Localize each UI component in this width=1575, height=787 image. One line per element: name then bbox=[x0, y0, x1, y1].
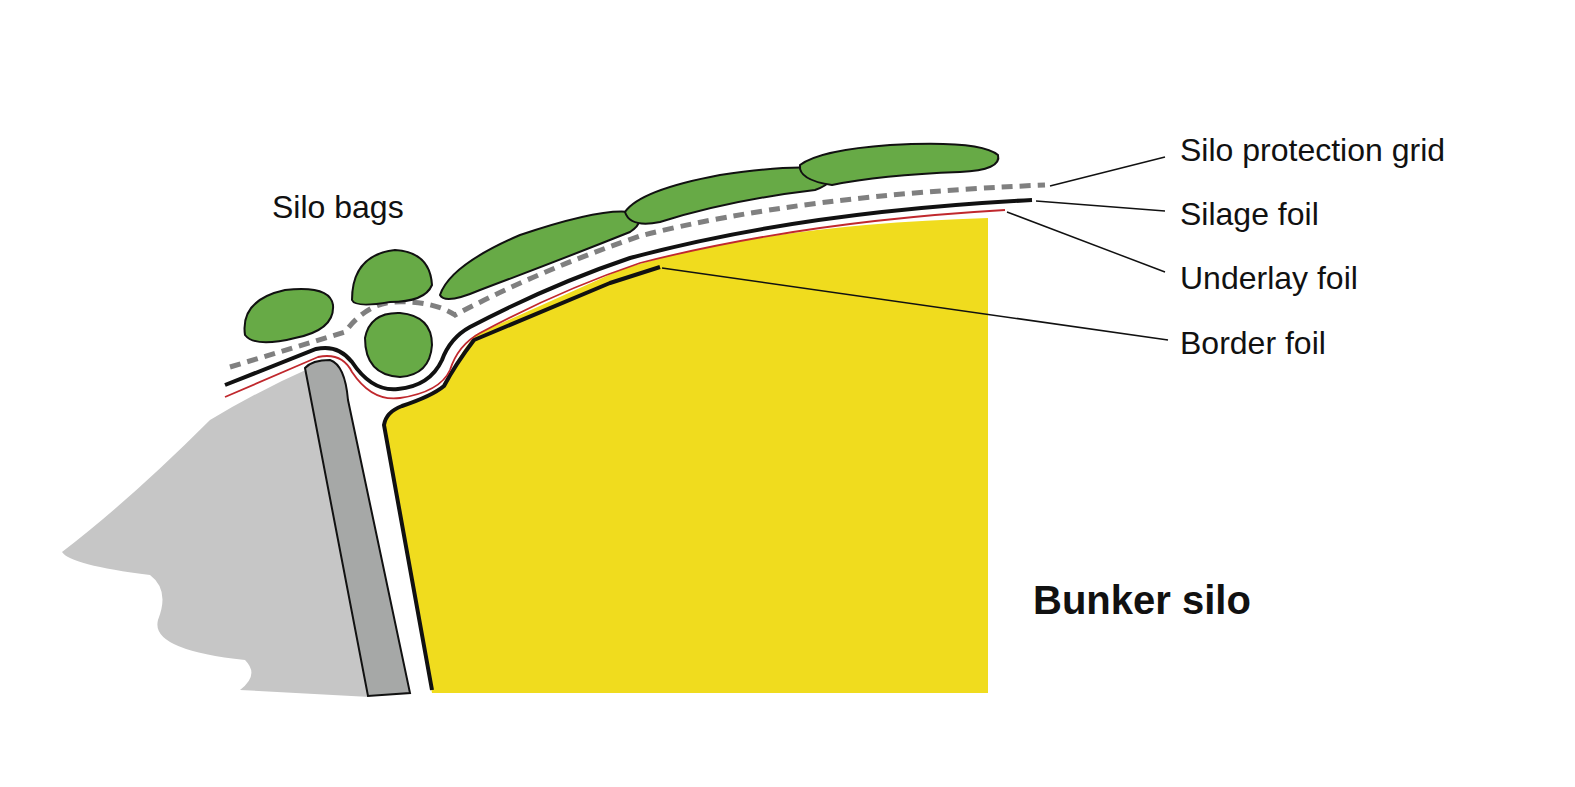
callout-label: Border foil bbox=[1180, 327, 1326, 359]
callout-label: Underlay foil bbox=[1180, 262, 1358, 294]
silage-foil bbox=[225, 200, 1032, 389]
leader-lines bbox=[662, 157, 1168, 340]
title-label: Bunker silo bbox=[1033, 580, 1251, 620]
callout-label: Silage foil bbox=[1180, 198, 1319, 230]
silo-bags bbox=[245, 144, 999, 377]
callout-label: Silo bags bbox=[272, 191, 404, 223]
callout-label: Silo protection grid bbox=[1180, 134, 1445, 166]
underlay-foil bbox=[225, 210, 1005, 398]
